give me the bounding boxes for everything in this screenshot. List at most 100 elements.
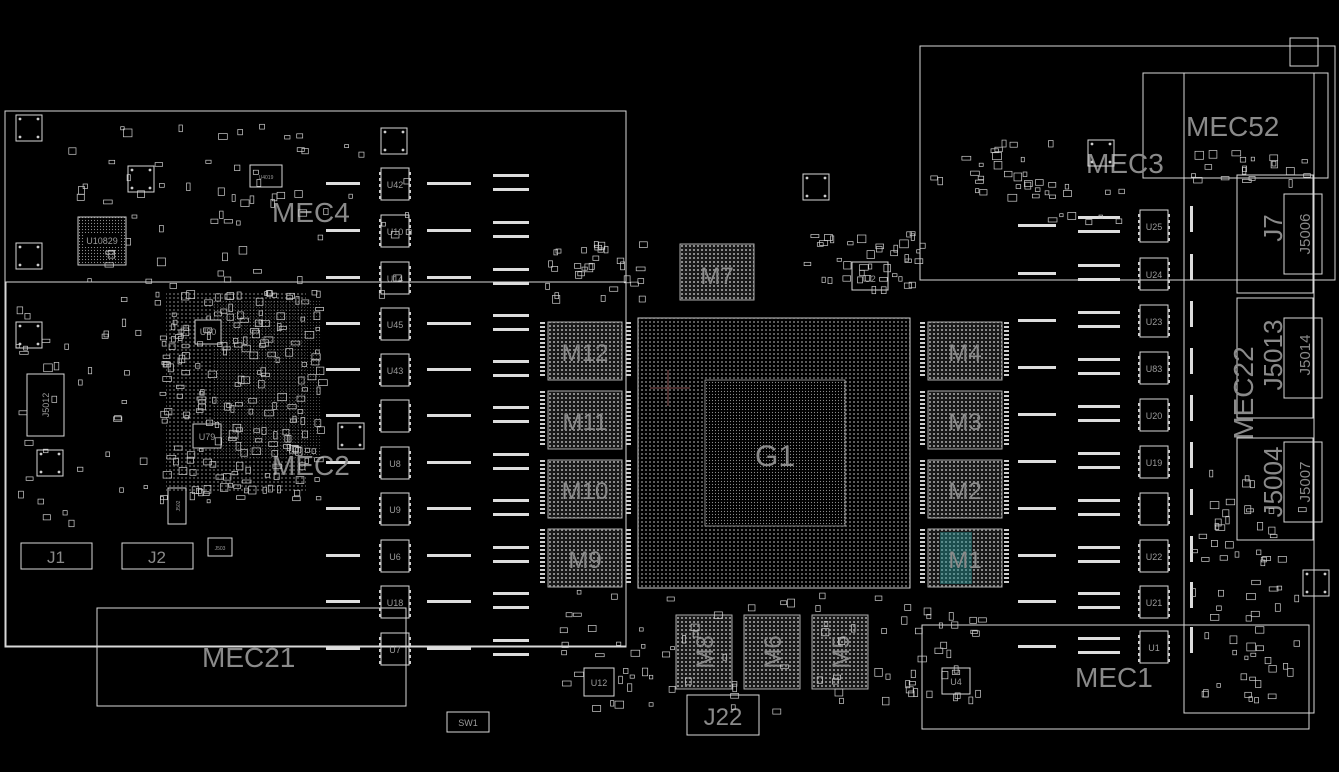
connector-j502[interactable]: J502	[167, 487, 187, 525]
phase-ic-right-label: U19	[1146, 458, 1163, 468]
phase-ic-left-label: U14	[387, 274, 404, 284]
gpu-g1[interactable]: G1	[637, 317, 911, 589]
mem-m7[interactable]: M7	[679, 243, 755, 301]
mec3-label: MEC3	[1086, 148, 1164, 179]
m10-label: M10	[562, 478, 609, 505]
mem-m9[interactable]: M9	[547, 528, 623, 588]
mem-m3[interactable]: M3	[927, 390, 1003, 450]
phase-ic-left-label: U42	[387, 180, 404, 190]
connector-j2[interactable]: J2	[121, 542, 194, 570]
phase-ic-left-2[interactable]: U10	[326, 214, 529, 248]
ic-u79[interactable]: U79	[192, 423, 222, 449]
phase-ic-right-8[interactable]: U22	[1018, 536, 1193, 573]
g1-label: G1	[755, 440, 795, 473]
phase-ic-right-6[interactable]: U19	[1018, 442, 1193, 479]
connector-j503[interactable]: J503	[207, 537, 233, 557]
mem-m1[interactable]: M1	[927, 528, 1003, 588]
mec1-label: MEC1	[1075, 662, 1153, 693]
j5014-label: J5014	[1297, 335, 1314, 376]
m7-label: M7	[700, 263, 733, 290]
mec1-region-outline	[921, 624, 1310, 730]
phase-ic-right-10[interactable]: U1	[1018, 627, 1193, 664]
mec52-label: MEC52	[1186, 111, 1279, 142]
m6-label: M6	[760, 635, 787, 668]
mec4-label: MEC4	[272, 197, 350, 228]
ic-u2[interactable]: U2	[851, 261, 889, 291]
phase-ic-left-8[interactable]: U9	[326, 492, 529, 526]
j1-label: J1	[47, 548, 65, 567]
phase-ic-left-5[interactable]: U43	[326, 353, 529, 387]
mem-m8[interactable]: M8	[675, 614, 733, 690]
phase-ic-left-9[interactable]: U6	[326, 539, 529, 573]
phase-ic-left-3[interactable]: U14	[326, 261, 529, 295]
connector-j22[interactable]: J22	[686, 694, 760, 736]
phase-ic-right-4[interactable]: U83	[1018, 348, 1193, 385]
u12-label: U12	[591, 678, 608, 688]
connector-j7[interactable]: J7 J5006	[1236, 174, 1323, 294]
phase-ic-right-label: U24	[1146, 270, 1163, 280]
sw1-label: SW1	[458, 718, 478, 728]
mec21-label: MEC21	[202, 642, 295, 673]
ic-u10829[interactable]: U10829	[77, 216, 127, 266]
phase-ic-right-label: U21	[1146, 598, 1163, 608]
mem-m11[interactable]: M11	[547, 390, 623, 450]
phase-ic-right-label: U25	[1146, 222, 1163, 232]
mem-m5[interactable]: M5	[811, 614, 869, 690]
phase-ic-left-label: U7	[389, 645, 401, 655]
mec22-label: MEC22	[1228, 346, 1259, 439]
component-cluster-left	[166, 292, 322, 492]
mec2-label: MEC2	[272, 450, 350, 481]
j5012-label: J5012	[41, 393, 51, 418]
phase-ic-right-9[interactable]: U21	[1018, 582, 1193, 619]
j22-label: J22	[704, 704, 743, 731]
m3-label: M3	[948, 409, 981, 436]
u79-label: U79	[199, 432, 216, 442]
ic-u4019[interactable]: U4019	[249, 164, 283, 188]
phase-ic-left-label: U9	[389, 505, 401, 515]
mem-m6[interactable]: M6	[743, 614, 801, 690]
m8-label: M8	[692, 635, 719, 668]
phase-ic-left-label: U43	[387, 366, 404, 376]
phase-ic-right-1[interactable]: U25	[1018, 206, 1193, 243]
ic-u12[interactable]: U12	[583, 667, 615, 697]
m4-label: M4	[948, 340, 981, 367]
phase-ic-left-10[interactable]: U18	[326, 585, 529, 619]
switch-sw1[interactable]: SW1	[446, 711, 490, 733]
ic-u4[interactable]: U4	[941, 667, 971, 695]
phase-ic-left-1[interactable]: U42	[326, 167, 529, 201]
m12-label: M12	[562, 340, 609, 367]
phase-ic-left-6[interactable]	[326, 399, 529, 433]
mec21-region-outline	[96, 607, 407, 707]
phase-ic-left-11[interactable]: U7	[326, 632, 529, 666]
phase-ic-right-7[interactable]	[1018, 489, 1193, 526]
phase-ic-left-label: U45	[387, 320, 404, 330]
mem-m10[interactable]: M10	[547, 459, 623, 519]
j5007-label: J5007	[1297, 462, 1314, 503]
mec22-region-outline	[1183, 72, 1315, 714]
mem-m4[interactable]: M4	[927, 321, 1003, 381]
m2-label: M2	[948, 478, 981, 505]
mem-m12[interactable]: M12	[547, 321, 623, 381]
phase-ic-right-label: U83	[1146, 364, 1163, 374]
phase-ic-left-7[interactable]: U8	[326, 446, 529, 480]
phase-ic-left-label: U10	[387, 227, 404, 237]
phase-ic-left-label: U6	[389, 552, 401, 562]
connector-j5012[interactable]: J5012	[26, 373, 65, 437]
phase-ic-right-2[interactable]: U24	[1018, 254, 1193, 291]
connector-j5004[interactable]: J5004 J5007	[1236, 437, 1323, 541]
j2-label: J2	[148, 548, 166, 567]
connector-j1[interactable]: J1	[20, 542, 93, 570]
mec-mount-top-right	[1289, 37, 1319, 67]
m9-label: M9	[568, 547, 601, 574]
phase-ic-right-5[interactable]: U20	[1018, 395, 1193, 432]
u2-label: U2	[864, 274, 876, 284]
phase-ic-left-label: U18	[387, 598, 404, 608]
phase-ic-left-4[interactable]: U45	[326, 307, 529, 341]
phase-ic-right-3[interactable]: U23	[1018, 301, 1193, 338]
mem-m2[interactable]: M2	[927, 459, 1003, 519]
phase-ic-right-label: U22	[1146, 552, 1163, 562]
connector-j5013[interactable]: J5013 J5014	[1236, 297, 1323, 419]
j503-label: J503	[215, 546, 226, 552]
